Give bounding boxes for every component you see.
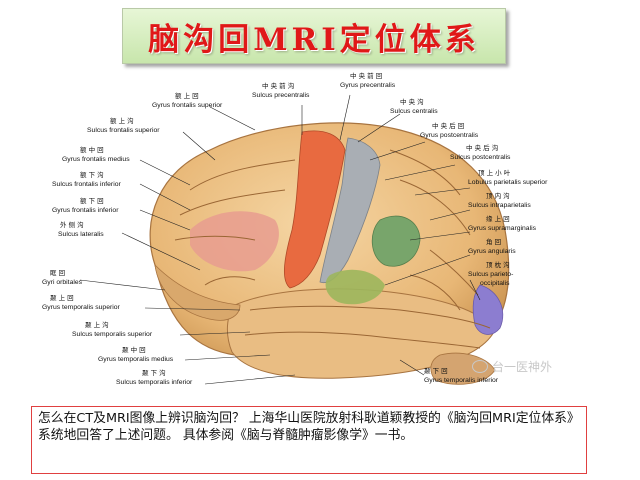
label-mfg-la: Gyrus frontalis medius <box>62 156 130 163</box>
title-banner: 脑沟回MRI定位体系 <box>122 8 506 64</box>
precentral-gyrus <box>284 130 346 289</box>
supramarginal-gyrus <box>371 215 421 267</box>
label-smg-cn: 缘 上 回 <box>486 214 510 223</box>
label-mfg-cn: 额 中 回 <box>80 145 104 154</box>
label-ips-la: Sulcus intraparietalis <box>468 202 531 209</box>
label-its-cn: 颞 下 沟 <box>142 368 166 377</box>
labels-right: 中 央 前 沟 Sulcus precentralis 中 央 前 回 Gyru… <box>252 71 548 384</box>
label-pos-la2: occipitalis <box>480 280 510 287</box>
label-smg-la: Gyrus supramarginalis <box>468 225 537 232</box>
label-sfs-cn: 额 上 沟 <box>110 116 134 125</box>
inferior-frontal-pink <box>190 211 279 272</box>
label-prcg-cn: 中 央 前 回 <box>350 71 382 80</box>
label-mtg-cn: 颞 中 回 <box>122 345 146 354</box>
label-ips-cn: 顶 内 沟 <box>486 191 510 200</box>
label-ag-cn: 角 回 <box>486 237 501 246</box>
brain-illustration: 额 上 回 Gyrus frontalis superior 额 上 沟 Sul… <box>40 70 605 400</box>
label-stg-la: Gyrus temporalis superior <box>42 304 121 311</box>
wechat-icon <box>472 360 488 373</box>
label-spl-la: Lobulus parietalis superior <box>468 179 548 186</box>
label-ls-la: Sulcus lateralis <box>58 231 104 238</box>
label-prcs-cn: 中 央 前 沟 <box>262 81 294 90</box>
label-sfs-la: Sulcus frontalis superior <box>87 127 160 134</box>
label-itg-cn: 颞 下 回 <box>424 367 448 375</box>
label-ls-cn: 外 侧 沟 <box>60 220 84 229</box>
label-pocs-la: Sulcus postcentralis <box>450 154 511 161</box>
labels-left: 额 上 回 Gyrus frontalis superior 额 上 沟 Sul… <box>42 91 223 386</box>
label-sts-la: Sulcus temporalis superior <box>72 331 153 338</box>
label-prcs-la: Sulcus precentralis <box>252 92 310 99</box>
label-ifs-la: Sulcus frontalis inferior <box>52 181 121 188</box>
angular-gyrus <box>325 269 385 305</box>
label-prcg-la: Gyrus precentralis <box>340 82 396 89</box>
label-ifg-cn: 额 下 回 <box>80 196 104 205</box>
label-itg-la: Gyrus temporalis inferior <box>424 377 499 384</box>
label-ifs-cn: 额 下 沟 <box>80 170 104 179</box>
label-pos-la: Sulcus parieto- <box>468 271 513 278</box>
watermark: 台一医神外 <box>472 358 552 375</box>
label-spl-cn: 顶 上 小 叶 <box>478 168 511 177</box>
watermark-text: 台一医神外 <box>492 360 553 374</box>
brain-lateral-view: 额 上 回 Gyrus frontalis superior 额 上 沟 Sul… <box>42 71 548 386</box>
label-cs-la: Sulcus centralis <box>390 108 438 115</box>
caption-box: 怎么在CT及MRI图像上辨识脑沟回？ 上海华山医院放射科耿道颖教授的《脑沟回MR… <box>31 406 587 474</box>
label-sts-cn: 颞 上 沟 <box>85 320 109 329</box>
leader-lines <box>79 94 481 385</box>
label-pos-cn: 顶 枕 沟 <box>486 260 510 269</box>
occipital-pole <box>472 284 504 335</box>
page-title: 脑沟回MRI定位体系 <box>148 21 480 58</box>
label-pocg-la: Gyrus postcentralis <box>420 132 479 139</box>
label-cs-cn: 中 央 沟 <box>400 97 424 106</box>
label-og-la: Gyri orbitales <box>42 279 83 286</box>
label-ifg-la: Gyrus frontalis inferior <box>52 207 119 214</box>
label-its-la: Sulcus temporalis inferior <box>116 379 193 386</box>
label-sfg-la: Gyrus frontalis superior <box>152 102 223 109</box>
label-ag-la: Gyrus angularis <box>468 248 516 255</box>
gyri-lines <box>174 149 491 349</box>
label-stg-cn: 颞 上 回 <box>50 293 74 302</box>
label-pocs-cn: 中 央 后 沟 <box>466 143 498 152</box>
label-sfg-cn: 额 上 回 <box>175 91 199 100</box>
caption-text: 怎么在CT及MRI图像上辨识脑沟回？ 上海华山医院放射科耿道颖教授的《脑沟回MR… <box>38 411 580 443</box>
label-og-cn: 眶 回 <box>50 269 65 277</box>
label-pocg-cn: 中 央 后 回 <box>432 121 464 130</box>
orbital-region <box>154 263 241 321</box>
label-mtg-la: Gyrus temporalis medius <box>98 356 174 363</box>
